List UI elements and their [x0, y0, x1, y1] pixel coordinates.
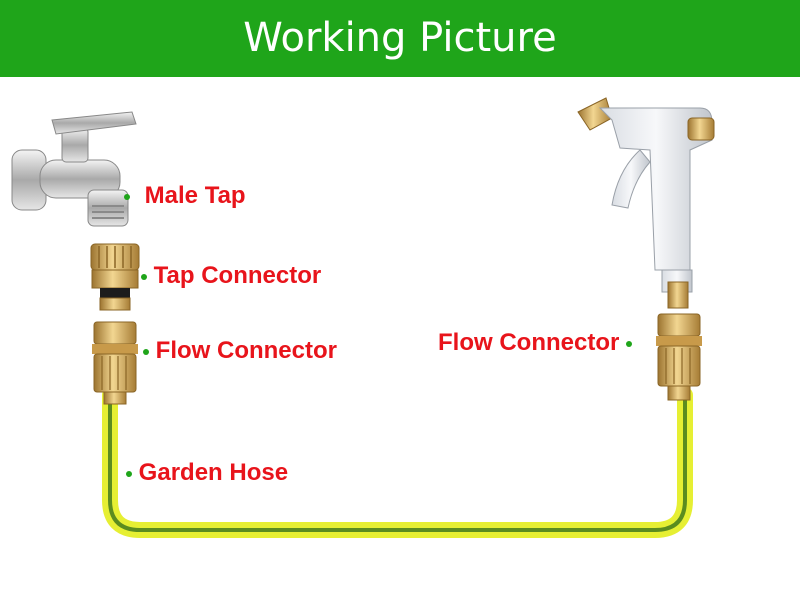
flow-connector-left-label-row: Flow Connector — [143, 337, 337, 365]
tap-connector-label-row: Tap Connector — [141, 262, 321, 290]
bullet-dot — [126, 471, 132, 477]
flow-connector-right-label-row: Flow Connector — [438, 329, 632, 357]
garden-hose-label: Garden Hose — [139, 459, 288, 486]
bullet-dot — [141, 274, 147, 280]
male-tap-label-row: Male Tap — [124, 182, 246, 210]
garden-hose-label-row: Garden Hose — [126, 459, 288, 487]
bullet-dot — [626, 341, 632, 347]
flow-connector-icon — [92, 322, 138, 404]
flow-connector-right-label: Flow Connector — [438, 329, 619, 356]
flow-connector-left-label: Flow Connector — [156, 337, 337, 364]
spray-gun-icon — [578, 98, 714, 308]
male-tap-label: Male Tap — [145, 182, 246, 209]
flow-connector-icon — [656, 314, 702, 400]
tap-icon — [12, 112, 136, 226]
tap-connector-icon — [91, 244, 139, 310]
bullet-dot — [124, 194, 130, 200]
tap-connector-label: Tap Connector — [154, 262, 322, 289]
bullet-dot — [143, 349, 149, 355]
